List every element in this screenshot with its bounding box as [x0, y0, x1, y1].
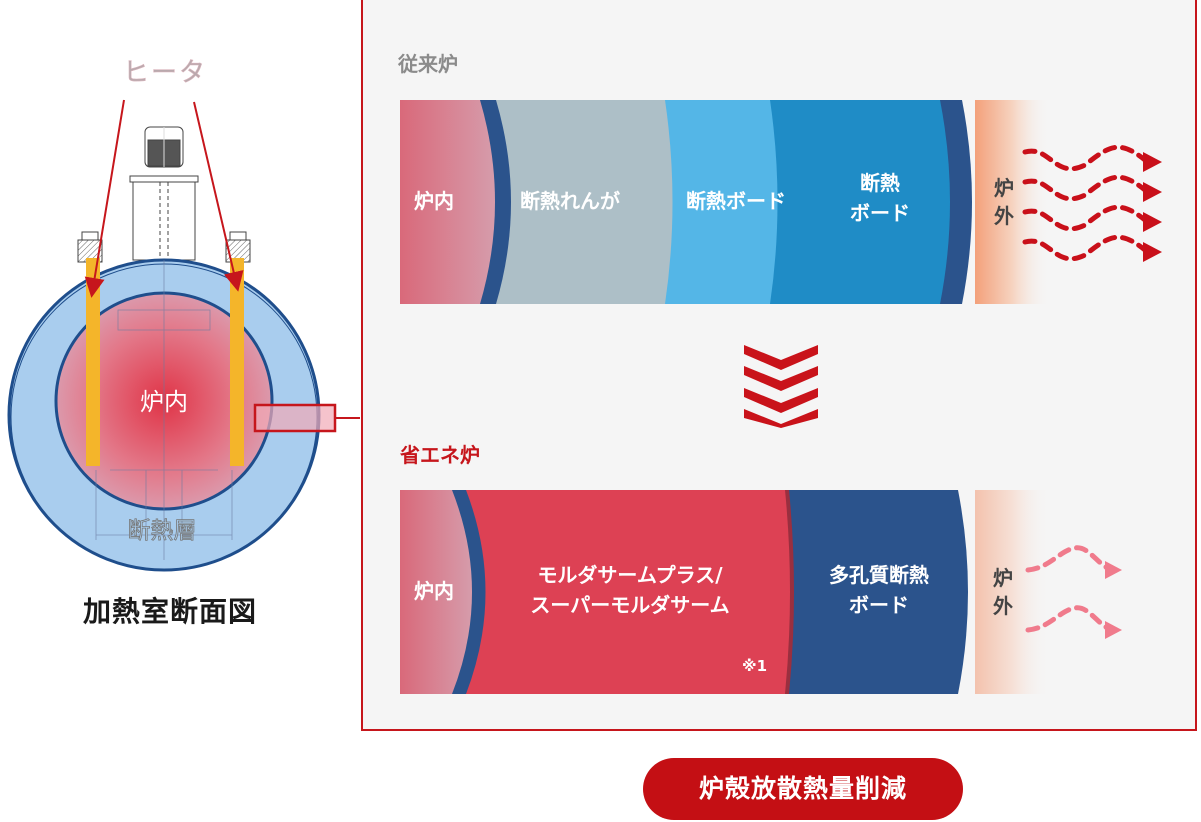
outside-zone	[975, 100, 1050, 304]
heater-pointer-left	[84, 99, 125, 298]
layer-furnace-interior	[400, 490, 472, 694]
agitator-motor-icon	[129, 126, 199, 261]
heat-loss-arrows-large	[1022, 144, 1148, 262]
layer-furnace-interior	[400, 100, 495, 304]
layer-moldatherm	[400, 490, 790, 694]
heating-chamber-cross-section: 炉内 断熱層	[7, 99, 360, 572]
outside-label: 炉 外	[994, 176, 1014, 228]
cross-section-title: 加熱室断面図	[82, 595, 257, 628]
layer-label-porous-board: 多孔質断熱 ボード	[829, 563, 929, 617]
layer-label-moldatherm: モルダサームプラス/ スーパーモルダサーム	[530, 563, 730, 617]
layer-label-brick: 断熱れんが	[520, 189, 620, 213]
result-badge: 炉殻放散熱量削減	[643, 758, 963, 820]
heater-left	[86, 258, 100, 466]
heater-label: ヒータ	[122, 58, 207, 89]
energy-saving-layer-strip: 炉内 モルダサームプラス/ スーパーモルダサーム 多孔質断熱 ボード 炉 外	[400, 490, 1200, 694]
heater-bracket-left	[77, 231, 103, 263]
outside-zone	[975, 490, 1050, 694]
heat-loss-arrows-small	[1025, 545, 1118, 633]
layer-label-interior: 炉内	[414, 579, 454, 603]
conventional-layer-strip: 炉内 断熱れんが 断熱ボード 断熱 ボード 炉 外	[400, 100, 1200, 304]
heater-pointer-right	[193, 101, 244, 292]
layer-label-board-2: 断熱 ボード	[850, 171, 910, 225]
energy-saving-furnace-title: 省エネ炉	[400, 443, 480, 467]
outside-label: 炉 外	[993, 566, 1013, 618]
conventional-furnace-title: 従来炉	[398, 52, 458, 76]
layer-label-interior: 炉内	[414, 189, 454, 213]
reduction-chevron-arrow-icon	[744, 345, 818, 428]
insulation-layer-label: 断熱層	[128, 518, 197, 544]
furnace-interior-label: 炉内	[140, 388, 188, 416]
layer-label-board-1: 断熱ボード	[686, 189, 786, 213]
footnote-mark: ※1	[742, 657, 768, 675]
detail-highlight-box	[253, 403, 337, 433]
heater-right	[230, 258, 244, 466]
